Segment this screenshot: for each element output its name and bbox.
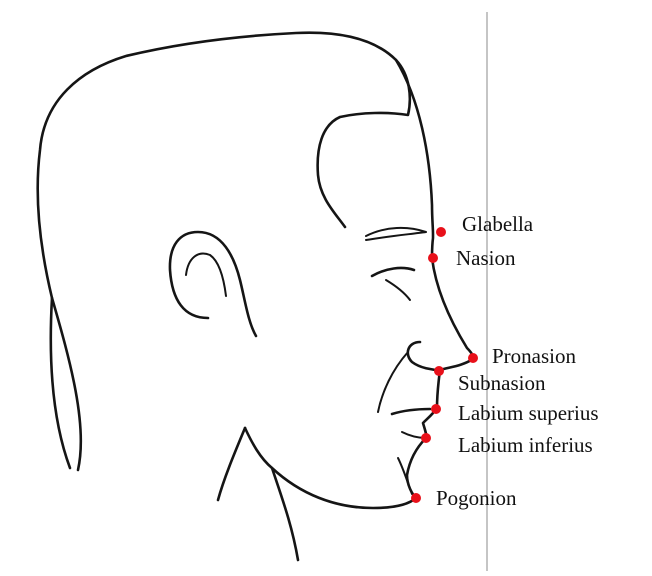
nasion-label: Nasion — [456, 246, 516, 270]
eyebrow — [366, 228, 426, 240]
labium-superius-point — [431, 404, 441, 414]
ear-outer — [170, 232, 256, 336]
cheek-line — [378, 352, 408, 412]
eye-upper-lid — [372, 268, 414, 276]
neck-front — [218, 428, 245, 500]
pogonion-label: Pogonion — [436, 486, 517, 510]
glabella-point — [436, 227, 446, 237]
ear-inner — [186, 254, 226, 296]
pronasion-point — [468, 353, 478, 363]
neck-back — [52, 298, 81, 470]
hair-outline — [38, 33, 410, 468]
subnasion-point — [434, 366, 444, 376]
forehead-face-profile — [245, 60, 473, 508]
pronasion-label: Pronasion — [492, 344, 577, 368]
nostril-wing — [408, 342, 440, 370]
nasion-point — [428, 253, 438, 263]
jaw-line — [272, 468, 298, 560]
head-drawing — [38, 33, 474, 560]
labium-inferius-label: Labium inferius — [458, 433, 593, 457]
mouth-line — [392, 409, 430, 414]
subnasion-label: Subnasion — [458, 371, 546, 395]
pogonion-point — [411, 493, 421, 503]
glabella-label: Glabella — [462, 212, 534, 236]
labium-inferius-point — [421, 433, 431, 443]
eye-lower-lid — [386, 280, 410, 300]
labium-superius-label: Labium superius — [458, 401, 599, 425]
